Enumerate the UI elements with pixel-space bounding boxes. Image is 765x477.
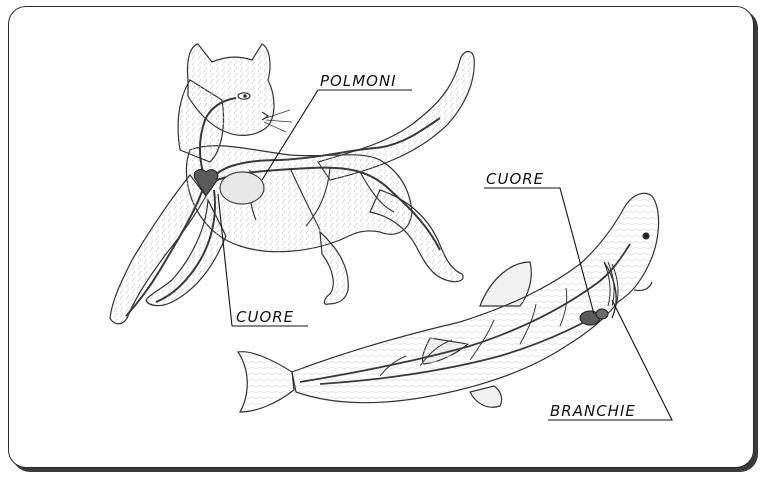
fish-anal-fin	[470, 386, 502, 407]
label-branchie: BRANCHIE	[550, 402, 636, 420]
cat-lung	[220, 172, 264, 204]
cat-illustration	[110, 44, 474, 324]
cat-hind-leg-back	[370, 190, 463, 282]
label-polmoni: POLMONI	[320, 72, 397, 90]
label-fish-cuore: CUORE	[486, 170, 544, 188]
fish-eye	[643, 233, 649, 239]
label-cat-cuore: CUORE	[236, 308, 294, 326]
fish-tail-fin	[238, 352, 294, 412]
